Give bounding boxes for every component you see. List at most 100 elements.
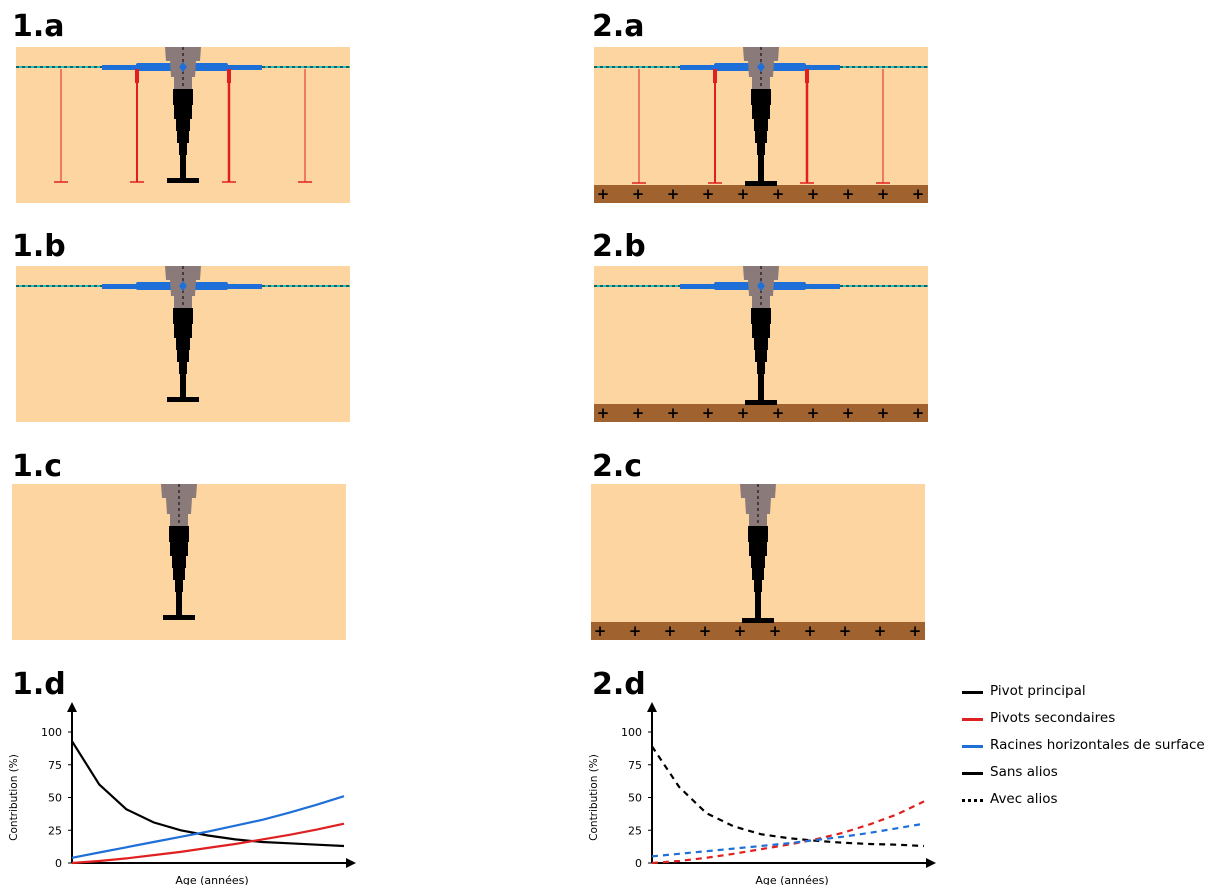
x-axis-arrow <box>346 858 356 868</box>
alios-plus-sign: + <box>877 404 890 422</box>
y-tick-label: 100 <box>41 726 62 739</box>
series-line-racines-horizontales-de-surface <box>71 795 345 859</box>
alios-plus-sign: + <box>769 622 782 640</box>
series-line-pivots-secondaires <box>651 800 925 865</box>
panel-label-1c: 1.c <box>12 449 63 484</box>
legend-item-racines-horizontales: Racines horizontales de surface <box>962 736 1226 763</box>
alios-plus-sign: + <box>632 404 645 422</box>
y-tick-label: 100 <box>621 726 642 739</box>
main-pivot-root <box>751 89 771 181</box>
legend-label: Avec alios <box>990 791 1058 807</box>
y-tick-label: 0 <box>55 857 62 870</box>
y-axis-arrow <box>67 702 77 712</box>
legend-label: Pivots secondaires <box>990 710 1116 726</box>
alios-plus-sign: + <box>632 185 645 203</box>
y-tick-label: 50 <box>48 792 62 805</box>
alios-plus-sign: + <box>874 622 887 640</box>
main-pivot-tip <box>745 400 777 405</box>
panel-label-1b: 1.b <box>12 229 66 264</box>
panel-label-2b: 2.b <box>592 229 646 264</box>
panel-label-1a: 1.a <box>12 9 65 44</box>
alios-plus-sign: + <box>737 404 750 422</box>
soil-diagram-2b: ++++++++++ <box>594 266 928 422</box>
panel-label-2a: 2.a <box>592 9 645 44</box>
y-tick-label: 25 <box>628 824 642 837</box>
alios-plus-sign: + <box>772 185 785 203</box>
alios-plus-sign: + <box>702 404 715 422</box>
soil-diagram-1b <box>16 266 350 422</box>
alios-plus-sign: + <box>664 622 677 640</box>
legend: Pivot principal Pivots secondaires Racin… <box>962 682 1226 817</box>
root-junction <box>179 62 187 72</box>
series-line-pivots-secondaires <box>71 822 345 865</box>
secondary-pivot-top <box>135 69 139 83</box>
alios-plus-sign: + <box>737 185 750 203</box>
secondary-pivot-top <box>227 69 231 83</box>
alios-plus-sign: + <box>912 185 925 203</box>
y-tick-label: 0 <box>635 857 642 870</box>
x-axis-label: Age (années) <box>175 874 248 885</box>
legend-swatch <box>962 718 983 721</box>
alios-plus-sign: + <box>667 404 680 422</box>
alios-plus-sign: + <box>842 404 855 422</box>
main-pivot-root <box>748 526 768 618</box>
main-pivot-root <box>751 308 771 400</box>
soil-diagram-2a: + + + + + + + + + + <box>594 47 928 203</box>
soil-diagram-1c <box>12 484 346 640</box>
y-axis-label: Contribution (%) <box>588 754 600 841</box>
main-pivot-root <box>173 308 193 397</box>
alios-plus-sign: + <box>597 404 610 422</box>
alios-plus-sign: + <box>667 185 680 203</box>
root-junction <box>757 281 765 291</box>
alios-plus-sign: + <box>772 404 785 422</box>
main-pivot-tip <box>167 397 199 402</box>
x-axis-label: Age (années) <box>755 874 828 885</box>
legend-item-pivot-principal: Pivot principal <box>962 682 1226 709</box>
alios-plus-sign: + <box>594 622 607 640</box>
legend-swatch <box>962 745 983 748</box>
alios-plus-sign: + <box>807 404 820 422</box>
y-tick-label: 75 <box>48 759 62 772</box>
series-line-racines-horizontales-de-surface <box>651 822 925 858</box>
alios-plus-sign: + <box>597 185 610 203</box>
soil-diagram-2c: ++++++++++ <box>591 484 925 640</box>
alios-layer <box>594 404 928 422</box>
alios-plus-sign: + <box>804 622 817 640</box>
x-axis-arrow <box>926 858 936 868</box>
main-pivot-tip <box>745 181 777 186</box>
alios-plus-sign: + <box>699 622 712 640</box>
legend-swatch <box>962 691 983 694</box>
legend-item-sans-alios: Sans alios <box>962 763 1226 790</box>
root-junction <box>179 281 187 291</box>
y-tick-label: 75 <box>628 759 642 772</box>
main-pivot-tip <box>163 615 195 620</box>
legend-swatch <box>962 799 983 802</box>
panel-label-2d: 2.d <box>592 667 646 702</box>
main-pivot-tip <box>742 618 774 623</box>
y-tick-label: 25 <box>48 824 62 837</box>
alios-plus-sign: + <box>877 185 890 203</box>
secondary-pivot-top <box>805 69 809 83</box>
alios-layer <box>591 622 925 640</box>
legend-label: Sans alios <box>990 764 1058 780</box>
main-pivot-tip <box>167 178 199 183</box>
y-tick-label: 50 <box>628 792 642 805</box>
panel-label-2c: 2.c <box>592 449 643 484</box>
panel-label-1d: 1.d <box>12 667 66 702</box>
alios-plus-sign: + <box>702 185 715 203</box>
secondary-pivot-top <box>713 69 717 83</box>
alios-plus-sign: + <box>629 622 642 640</box>
main-pivot-root <box>169 526 189 615</box>
main-pivot-root <box>173 89 193 178</box>
legend-item-avec-alios: Avec alios <box>962 790 1226 817</box>
soil-diagram-1a <box>16 47 350 203</box>
legend-label: Pivot principal <box>990 683 1086 699</box>
alios-plus-sign: + <box>842 185 855 203</box>
legend-label: Racines horizontales de surface <box>990 737 1205 753</box>
alios-layer <box>594 185 928 203</box>
alios-plus-sign: + <box>909 622 922 640</box>
alios-plus-sign: + <box>734 622 747 640</box>
alios-plus-sign: + <box>807 185 820 203</box>
